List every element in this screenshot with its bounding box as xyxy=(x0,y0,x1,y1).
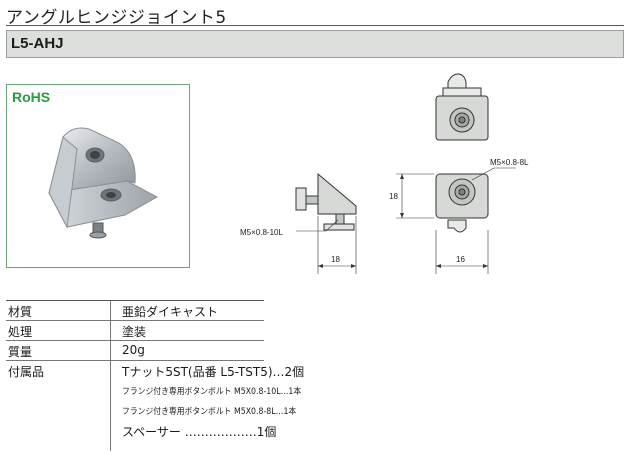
technical-drawing: M5×0.8-8L M5×0.8-10L 18 18 16 xyxy=(240,73,529,274)
accessory-item: フランジ付き専用ボタンボルト M5X0.8-10L…1本 xyxy=(122,387,302,397)
front-view xyxy=(435,173,489,233)
spec-row-accessories: 付属品 Tナット5ST(品番 L5-TST5)…2個 フランジ付き専用ボタンボル… xyxy=(6,361,304,451)
side-view xyxy=(295,172,357,231)
spec-label: 質量 xyxy=(8,345,33,359)
page-title: アングルヒンジジョイント5 xyxy=(6,8,227,28)
rohs-badge: RoHS xyxy=(12,89,51,105)
top-view xyxy=(435,73,489,141)
model-number: L5-AHJ xyxy=(11,35,64,52)
model-bar: L5-AHJ xyxy=(6,30,624,58)
spec-value: 亜鉛ダイキャスト xyxy=(122,305,219,319)
spec-label: 付属品 xyxy=(8,365,45,379)
title-underline xyxy=(6,25,624,26)
spec-label: 処理 xyxy=(8,325,33,339)
dim-front-height: 18 xyxy=(389,192,398,201)
accessory-item: フランジ付き専用ボタンボルト M5X0.8-8L…1本 xyxy=(122,407,297,417)
spec-row-material: 材質 亜鉛ダイキャスト xyxy=(6,301,264,321)
spec-row-finish: 処理 塗装 xyxy=(6,321,264,341)
callout-top-right: M5×0.8-8L xyxy=(490,158,529,167)
product-photo-frame: RoHS xyxy=(6,84,190,268)
product-photo xyxy=(48,127,159,239)
callout-left: M5×0.8-10L xyxy=(240,228,283,237)
spec-value: 20g xyxy=(122,343,145,357)
dim-front-width: 16 xyxy=(456,255,465,264)
spec-label: 材質 xyxy=(8,305,33,319)
spec-row-mass: 質量 20g xyxy=(6,341,264,361)
accessory-item: スペーサー ………………1個 xyxy=(122,425,277,439)
spec-value: 塗装 xyxy=(122,325,147,339)
dim-side-width: 18 xyxy=(331,255,340,264)
accessory-item: Tナット5ST(品番 L5-TST5)…2個 xyxy=(122,365,305,379)
spec-table: 材質 亜鉛ダイキャスト 処理 塗装 質量 20g 付属品 Tナット5ST(品番 … xyxy=(6,300,304,451)
